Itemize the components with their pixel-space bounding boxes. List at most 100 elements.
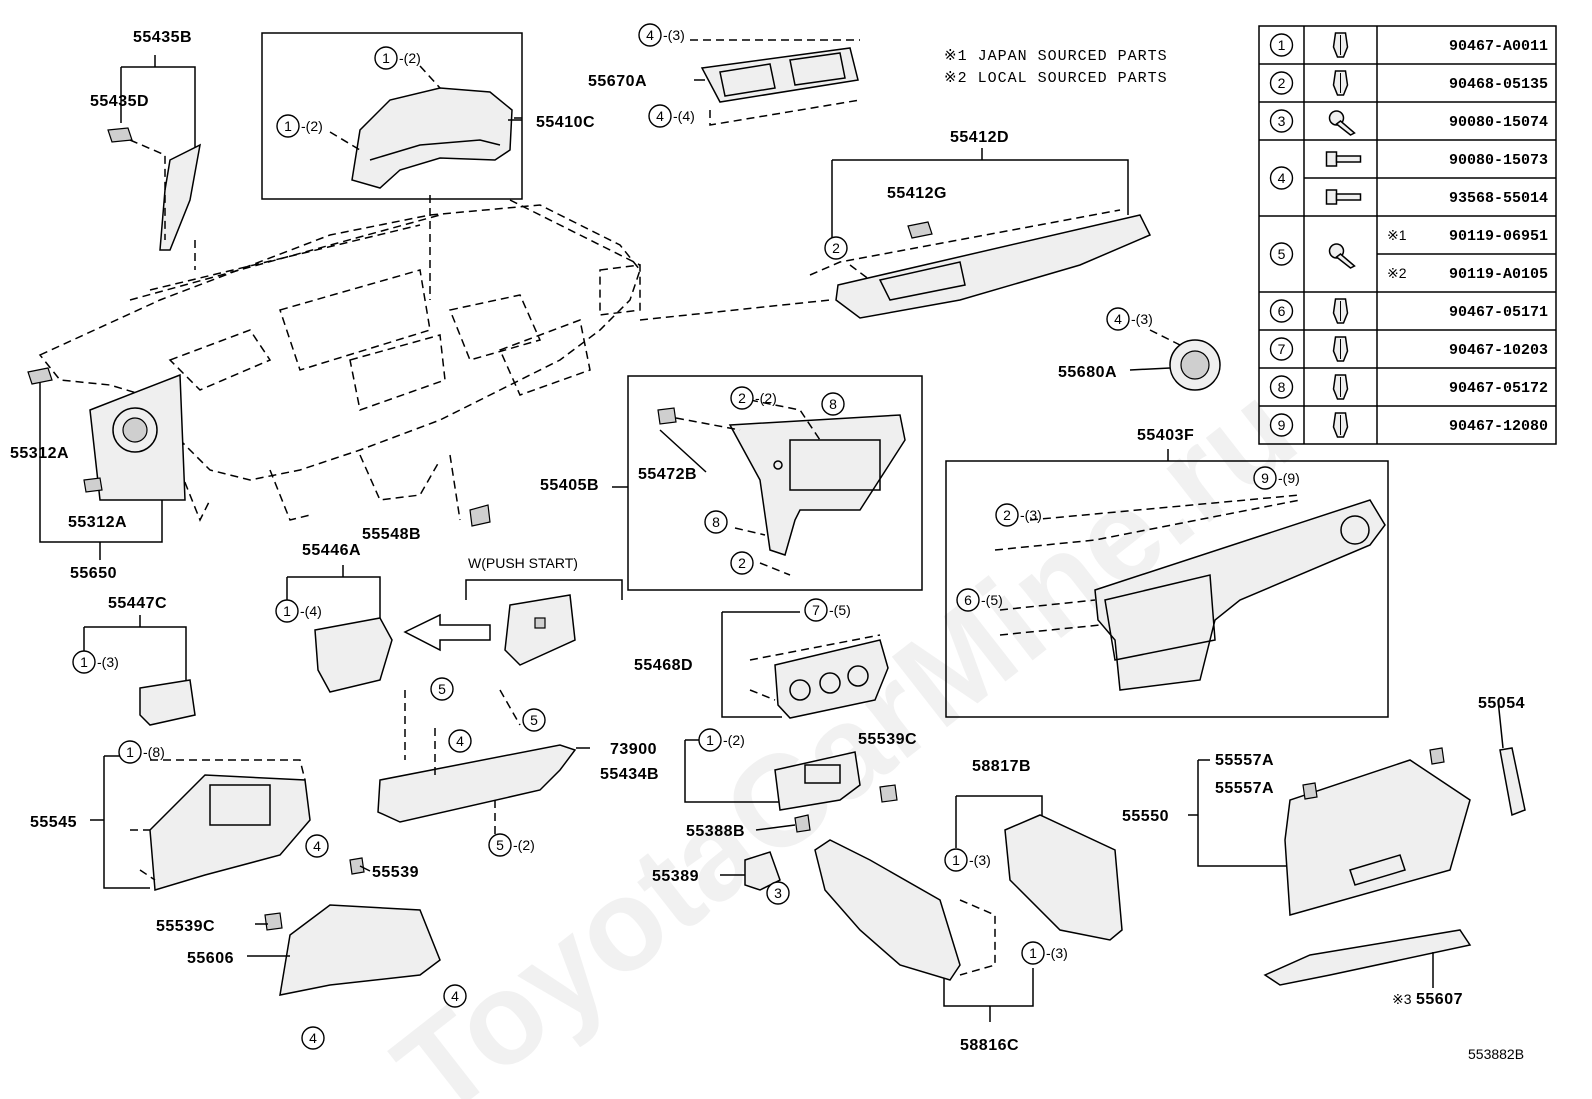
part-labels: 55435B 55435D 55410C 55670A 55412D 5 5 4 1 2… — [10, 29, 1525, 1062]
table-ref-number: 7 — [1278, 341, 1286, 357]
callout-quantity: -(3) — [1046, 945, 1068, 961]
label-55435B: 55435B — [133, 29, 192, 46]
callout: 5-(2) — [488, 833, 535, 857]
label-55539C-2: 55539C — [156, 918, 215, 935]
table-part-number: 90467-A0011 — [1449, 38, 1548, 55]
part-55606 — [279, 904, 441, 996]
callout-circle — [730, 551, 754, 575]
callout-ref-number: 1 — [126, 744, 134, 760]
table-part-number: 90468-05135 — [1449, 76, 1548, 93]
label-55557A-2: 55557A — [1215, 780, 1274, 797]
callout-quantity: -(3) — [1131, 311, 1153, 327]
callout-circle — [301, 1026, 325, 1050]
table-ref-circle — [1269, 299, 1294, 323]
instrument-panel-outline — [38, 195, 831, 522]
label-58817B: 58817B — [972, 758, 1031, 775]
callout-ref-number: 5 — [438, 681, 446, 697]
callout-circle — [448, 729, 472, 753]
callout: 8 — [821, 392, 845, 416]
callout-circle — [804, 598, 828, 622]
label-73900: 73900 — [610, 741, 657, 758]
callout-quantity: -(3) — [1020, 507, 1042, 523]
label-55670A: 55670A — [588, 73, 647, 90]
callout-ref-number: 5 — [496, 837, 504, 853]
part-55054 — [1499, 747, 1526, 817]
table-part-number: 90080-15074 — [1449, 114, 1548, 131]
callout-ref-number: 1 — [283, 603, 291, 619]
callout: 1-(2) — [698, 728, 745, 752]
callout: 1-(8) — [118, 740, 165, 764]
callout-circle — [275, 599, 299, 623]
callout-ref-number: 7 — [812, 602, 820, 618]
part-55550 — [1284, 759, 1471, 916]
callout-ref-number: 6 — [964, 592, 972, 608]
callout-circle — [698, 728, 722, 752]
label-55545: 55545 — [30, 814, 77, 831]
callout-quantity: -(2) — [399, 50, 421, 66]
table-ref-circle — [1269, 375, 1294, 399]
table-ref-circle — [1269, 242, 1294, 266]
part-55435D — [107, 127, 133, 143]
label-55389: 55389 — [652, 868, 699, 885]
table-ref-number: 5 — [1278, 246, 1286, 262]
part-55405B — [728, 414, 906, 556]
bracket-55434B — [684, 739, 780, 803]
callout-ref-number: 4 — [656, 108, 664, 124]
label-55539: 55539 — [372, 864, 419, 881]
table-source-mark: ※1 — [1387, 227, 1407, 243]
label-55312A-2: 55312A — [68, 514, 127, 531]
callout-ref-number: 8 — [712, 514, 720, 530]
label-55412D: 55412D — [950, 129, 1009, 146]
table-ref-circle — [1269, 33, 1294, 57]
clip-icon — [1332, 32, 1349, 58]
label-55405B: 55405B — [540, 477, 599, 494]
callout-quantity: -(3) — [97, 654, 119, 670]
part-push-start-cover — [504, 594, 576, 666]
label-55410C: 55410C — [536, 114, 595, 131]
label-55557A-1: 55557A — [1215, 752, 1274, 769]
label-55650: 55650 — [70, 565, 117, 582]
table-ref-circle — [1269, 166, 1294, 190]
label-55539C-1: 55539C — [858, 731, 917, 748]
bolt-icon — [1325, 151, 1362, 167]
callout-circle — [824, 236, 848, 260]
label-55606: 55606 — [187, 950, 234, 967]
part-55388B — [794, 814, 811, 833]
clip-icon — [1332, 336, 1349, 362]
callout-ref-number: 2 — [832, 240, 840, 256]
part-55548B — [469, 504, 491, 527]
label-55435D: 55435D — [90, 93, 149, 110]
callout-circle — [730, 386, 754, 410]
label-push-start: W(PUSH START) — [468, 555, 578, 571]
part-55607 — [1263, 929, 1472, 986]
callout: 3 — [766, 881, 790, 905]
screw-icon — [1328, 243, 1356, 269]
callout-circle — [956, 588, 980, 612]
callout-circle — [72, 650, 96, 674]
bracket-55550 — [1197, 759, 1286, 867]
bracket-55468D — [721, 611, 800, 718]
callout-ref-number: 5 — [530, 712, 538, 728]
part-55539C-a — [879, 784, 898, 803]
bracket-55412D — [831, 148, 1129, 240]
label-55388B: 55388B — [686, 823, 745, 840]
callout: 7-(5) — [804, 598, 851, 622]
callout-circle — [766, 881, 790, 905]
bracket-55545 — [103, 755, 150, 889]
callout-quantity: -(9) — [1278, 470, 1300, 486]
table-ref-circle — [1269, 337, 1294, 361]
callout: 1-(2) — [276, 114, 323, 138]
callout-ref-number: 1 — [80, 654, 88, 670]
callout: 4 — [448, 729, 472, 753]
label-55403F: 55403F — [1137, 427, 1194, 444]
part-55312A-clip-2 — [83, 477, 103, 493]
part-55468D — [774, 639, 889, 719]
table-part-number: 90119-A0105 — [1449, 266, 1548, 283]
callout-circle — [648, 104, 672, 128]
callout-circle — [704, 510, 728, 534]
callout-circle — [443, 984, 467, 1008]
